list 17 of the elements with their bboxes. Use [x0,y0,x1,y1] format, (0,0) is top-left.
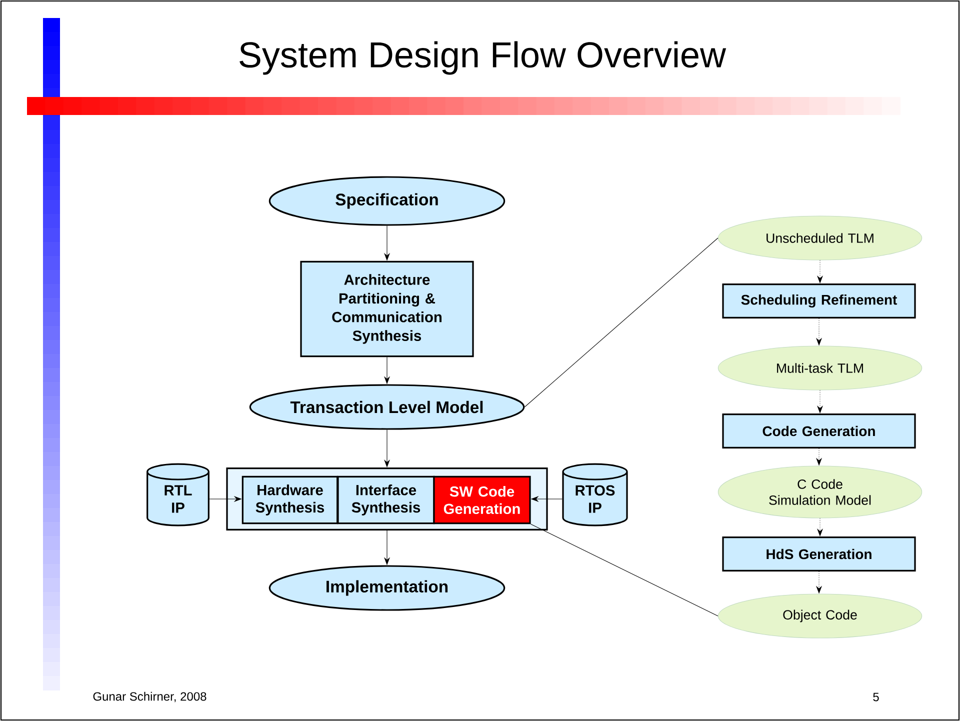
slide-title: System Design Flow Overview [240,41,726,75]
footer-text: Gunar Schirner, 2008 [93,692,206,702]
process-box: Interface Synthesis [337,476,435,524]
connector-line [524,238,718,408]
process-box: Architecture Partitioning & Communication Synthesis [300,260,474,358]
process-box: Scheduling Refinement [722,284,916,318]
highlighted-box: SW Code Generation [433,476,531,524]
ellipse-node: Transaction Level Model [249,384,525,430]
page-number: 5 [873,692,879,702]
connector-line [530,524,718,616]
ellipse-node: Specification [268,176,506,226]
ellipse-node: Implementation [268,565,506,611]
database-cylinder: RTL IP [146,463,210,526]
process-box: HdS Generation [722,536,916,572]
process-box: Code Generation [722,414,916,448]
database-cylinder: RTOS IP [562,463,628,526]
process-box: Hardware Synthesis [242,476,338,524]
